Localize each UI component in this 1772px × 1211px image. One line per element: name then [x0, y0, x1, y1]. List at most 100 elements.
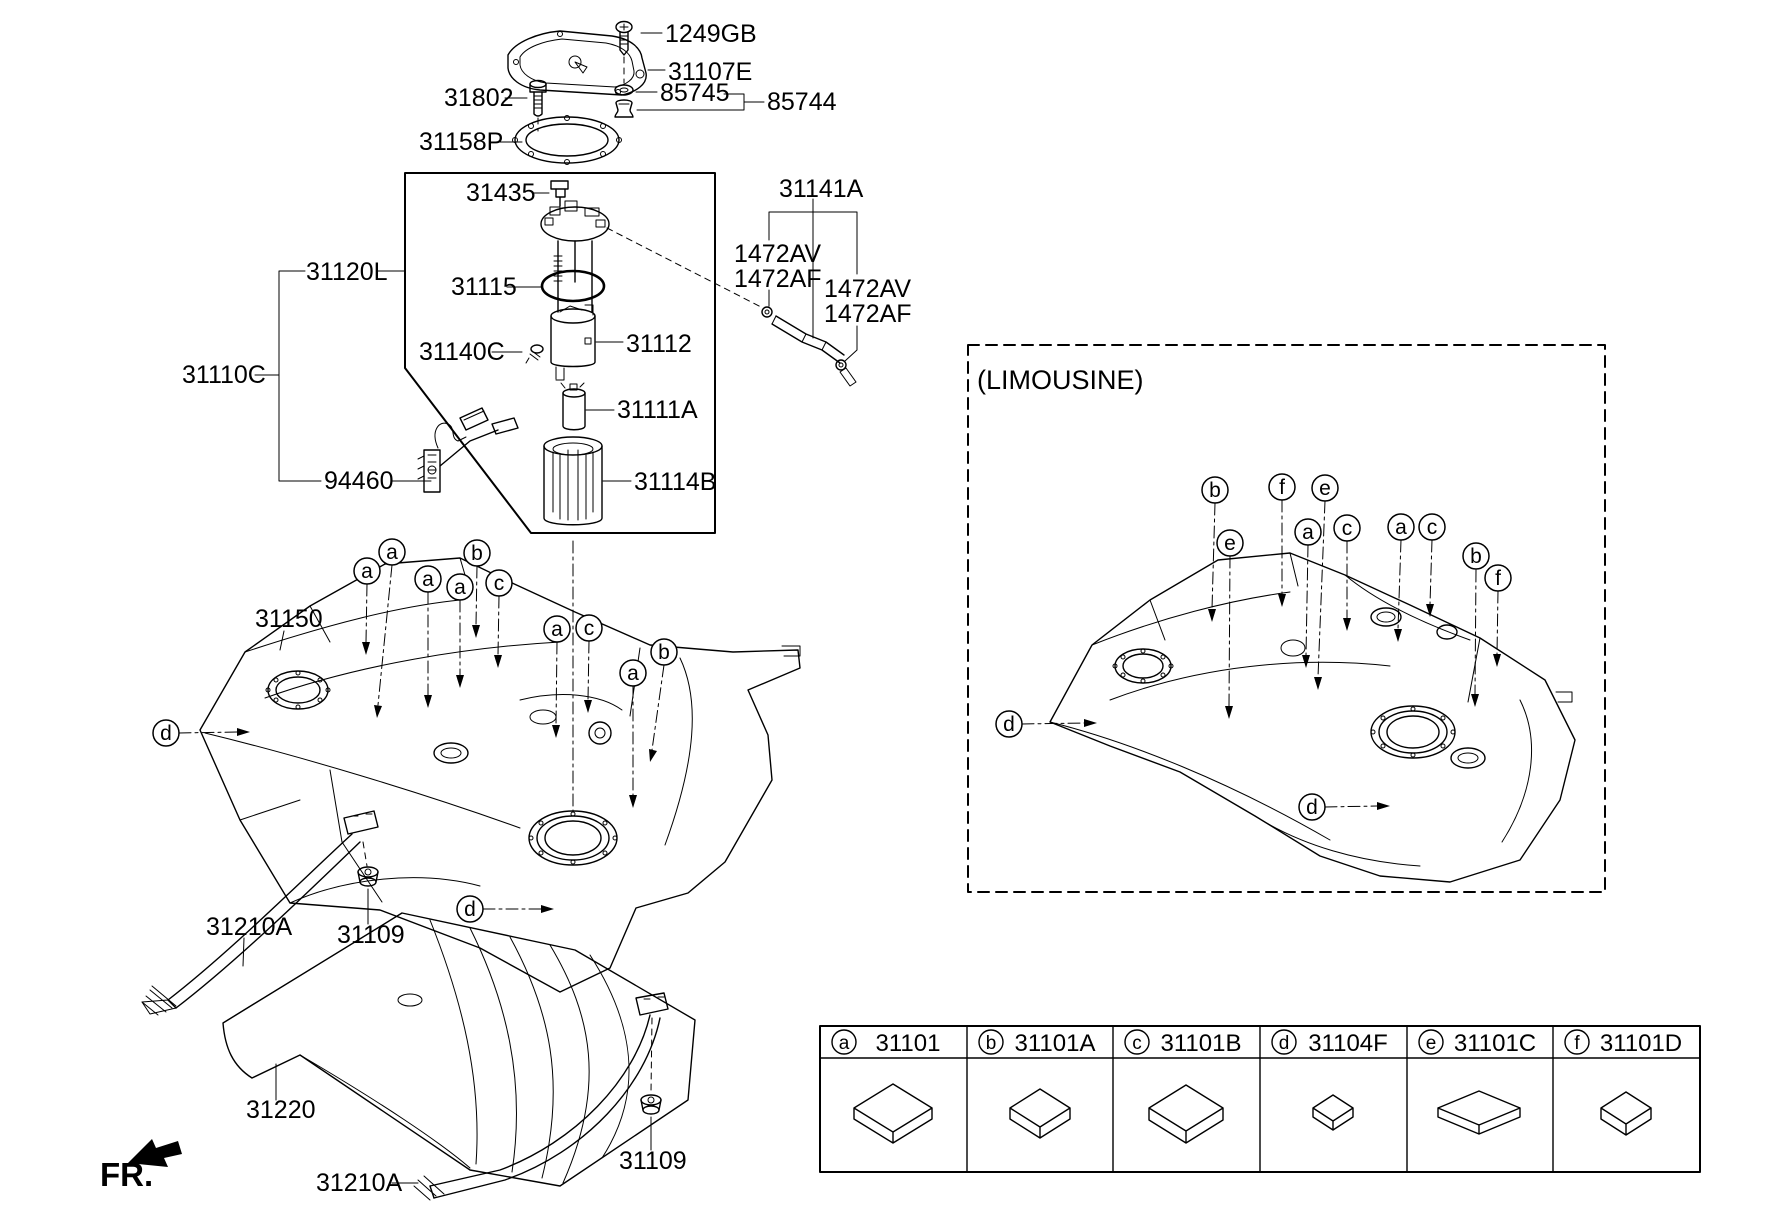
fr-label: FR.	[100, 1156, 153, 1193]
callout-letter: a	[1395, 516, 1407, 539]
callout-letter: b	[658, 641, 670, 664]
bottom-leader-lines	[242, 630, 419, 1184]
tank-strap-front-31210a	[141, 810, 379, 1016]
mount-nut-31109-front	[357, 841, 379, 925]
part-label-94460: 94460	[324, 467, 394, 495]
callout-letter: b	[471, 542, 483, 565]
legend-table: a 31101 b 31101A c 31101B d 31104F e 311…	[819, 1025, 1701, 1173]
callout-letter: b	[1470, 545, 1482, 568]
legend-letter: c	[1132, 1033, 1142, 1054]
legend-part: 31101B	[1161, 1030, 1242, 1057]
o-ring-31115	[540, 269, 606, 303]
fuel-sender-94460	[417, 407, 519, 493]
legend-part: 31101C	[1454, 1030, 1536, 1057]
callout-letter: d	[1003, 713, 1015, 736]
part-label-1472af-left: 1472AF	[734, 265, 822, 293]
pressure-regulator-31140c	[525, 344, 544, 364]
part-label-31435: 31435	[466, 179, 536, 207]
limousine-variant-box	[967, 344, 1606, 893]
part-label-31141a: 31141A	[779, 175, 864, 203]
fuel-hose-assembly-31141a	[761, 198, 858, 387]
fuel-sender-plate-sensor-31435	[550, 180, 569, 207]
part-label-85745: 85745	[660, 79, 730, 107]
legend-letter: e	[1426, 1033, 1437, 1054]
fuel-filter-31112	[550, 304, 596, 381]
left-tank-callouts: a a a a b c a c a b d d	[152, 538, 678, 923]
grommet-85744	[614, 99, 634, 118]
limousine-callouts: b e f a e c a c b f d d	[995, 473, 1512, 821]
part-label-85744: 85744	[767, 88, 837, 116]
callout-letter: a	[627, 662, 639, 685]
bracket-lines-31110c	[254, 270, 432, 482]
callout-letter: a	[361, 560, 373, 583]
part-label-31111a: 31111A	[617, 396, 698, 424]
legend-letter: a	[839, 1033, 850, 1054]
legend-headers: a 31101 b 31101A c 31101B d 31104F e 311…	[831, 1029, 1682, 1057]
part-label-31109-front: 31109	[337, 921, 405, 949]
mount-nut-31109-rear	[640, 1017, 662, 1151]
lock-ring-31158p	[512, 115, 622, 165]
reservoir-cup-31114b	[543, 436, 603, 526]
pump-module-box	[404, 172, 716, 534]
limousine-callout-leaders	[1021, 499, 1501, 810]
callout-letter: c	[584, 617, 595, 640]
callout-letter: a	[422, 568, 434, 591]
callout-letter: d	[1306, 796, 1318, 819]
callout-letter: f	[1495, 567, 1501, 590]
callout-letter: b	[1209, 479, 1221, 502]
screw-1249gb	[615, 20, 633, 84]
legend-letter: d	[1279, 1033, 1290, 1054]
part-labels: 1249GB 31107E 85745 85744 31802 31158P 3…	[182, 20, 912, 1197]
legend-part: 31101D	[1600, 1030, 1682, 1057]
part-label-31109-rear: 31109	[619, 1147, 687, 1175]
callout-letter: d	[464, 898, 476, 921]
legend-part: 31101A	[1015, 1030, 1096, 1057]
part-label-31120l: 31120L	[306, 258, 388, 286]
part-label-31107e: 31107E	[668, 58, 752, 86]
part-label-1472af-right: 1472AF	[824, 300, 912, 328]
fuel-tank-limousine	[1049, 552, 1576, 883]
flange-to-hose-dashed-leader	[606, 227, 764, 309]
part-label-31210a-rear: 31210A	[316, 1169, 403, 1197]
callout-letter: a	[551, 618, 563, 641]
callout-letter: c	[1427, 516, 1438, 539]
part-label-31114b: 31114B	[634, 468, 716, 496]
callout-letter: c	[1342, 517, 1353, 540]
part-label-31220: 31220	[246, 1096, 316, 1124]
left-tank-callout-leaders	[178, 564, 665, 913]
part-label-31210a-front: 31210A	[206, 913, 293, 941]
callout-letter: e	[1224, 532, 1236, 555]
legend-part: 31104F	[1308, 1030, 1388, 1057]
callout-letter: c	[494, 572, 505, 595]
callout-letter: d	[160, 722, 172, 745]
part-label-31150: 31150	[255, 605, 323, 633]
part-label-1472av-left: 1472AV	[734, 240, 821, 268]
part-label-31110c: 31110C	[182, 361, 266, 389]
heat-protector-31220	[222, 912, 696, 1187]
part-label-31112: 31112	[626, 330, 692, 358]
fr-direction-arrow	[128, 1139, 182, 1167]
legend-part: 31101	[876, 1030, 941, 1057]
washer-85745	[614, 84, 634, 96]
callout-letter: f	[1279, 476, 1285, 499]
part-label-1472av-right: 1472AV	[824, 275, 911, 303]
limousine-note: (LIMOUSINE)	[977, 365, 1144, 395]
legend-letter: b	[986, 1033, 997, 1054]
legend-pad-illustrations	[853, 1083, 1652, 1144]
part-label-31140c: 31140C	[419, 338, 505, 366]
tank-cover-plate-31107e	[507, 30, 647, 96]
part-label-1249gb: 1249GB	[665, 20, 757, 48]
part-label-31802: 31802	[444, 84, 514, 112]
part-label-31115: 31115	[451, 273, 517, 301]
callout-letter: a	[454, 576, 466, 599]
fuel-tank-31150	[199, 557, 801, 993]
callout-letter: a	[386, 541, 398, 564]
callout-letter: e	[1319, 477, 1331, 500]
module-leader-lines	[491, 192, 632, 482]
callout-letter: a	[1302, 521, 1314, 544]
fuel-pump-31111a	[560, 382, 586, 431]
top-leader-lines	[495, 32, 765, 143]
legend-letter: f	[1574, 1033, 1580, 1054]
